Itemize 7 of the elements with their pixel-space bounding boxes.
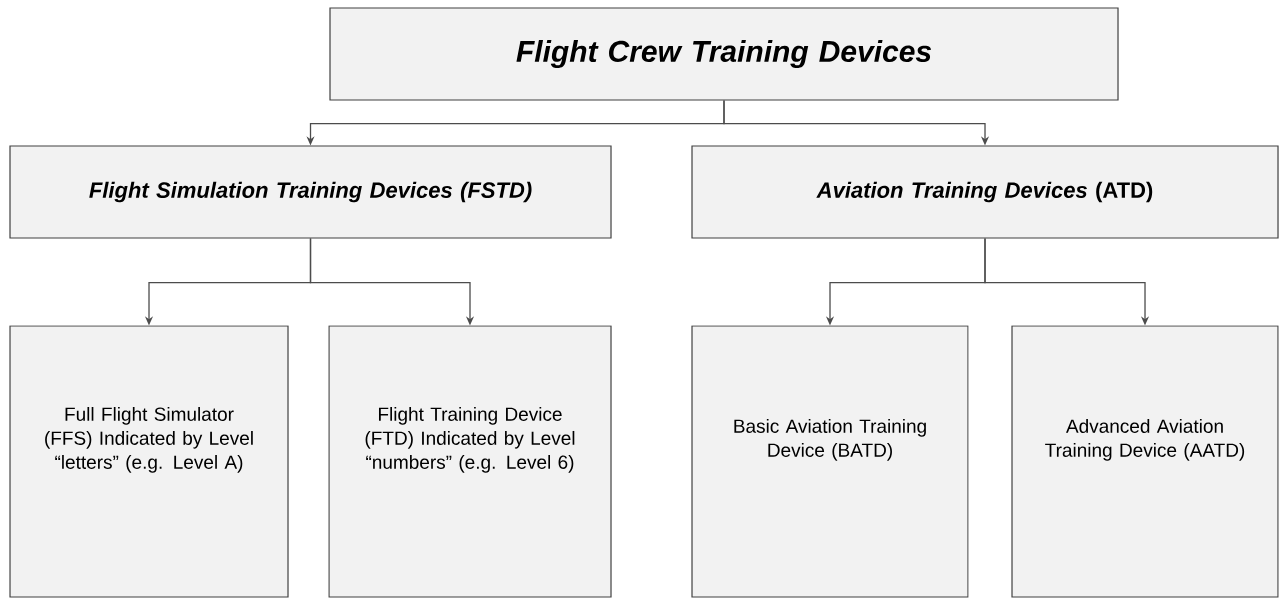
device-box: Flight Training Device (FTD) Indicated by Level “numbers” (e.g. Level 6) (328, 325, 612, 598)
device-box: Full Flight Simulator (FFS) Indicated by Level “letters” (e.g. Level A) (9, 325, 289, 598)
device-box: Advanced Aviation Training Device (AATD) (1011, 325, 1279, 598)
device-box: Basic Aviation Training Device (BATD) (691, 325, 969, 598)
category-box: Aviation Training Devices (ATD) (691, 145, 1279, 239)
category-box: Flight Simulation Training Devices (FSTD) (9, 145, 612, 239)
title-box: Flight Crew Training Devices (329, 7, 1119, 101)
